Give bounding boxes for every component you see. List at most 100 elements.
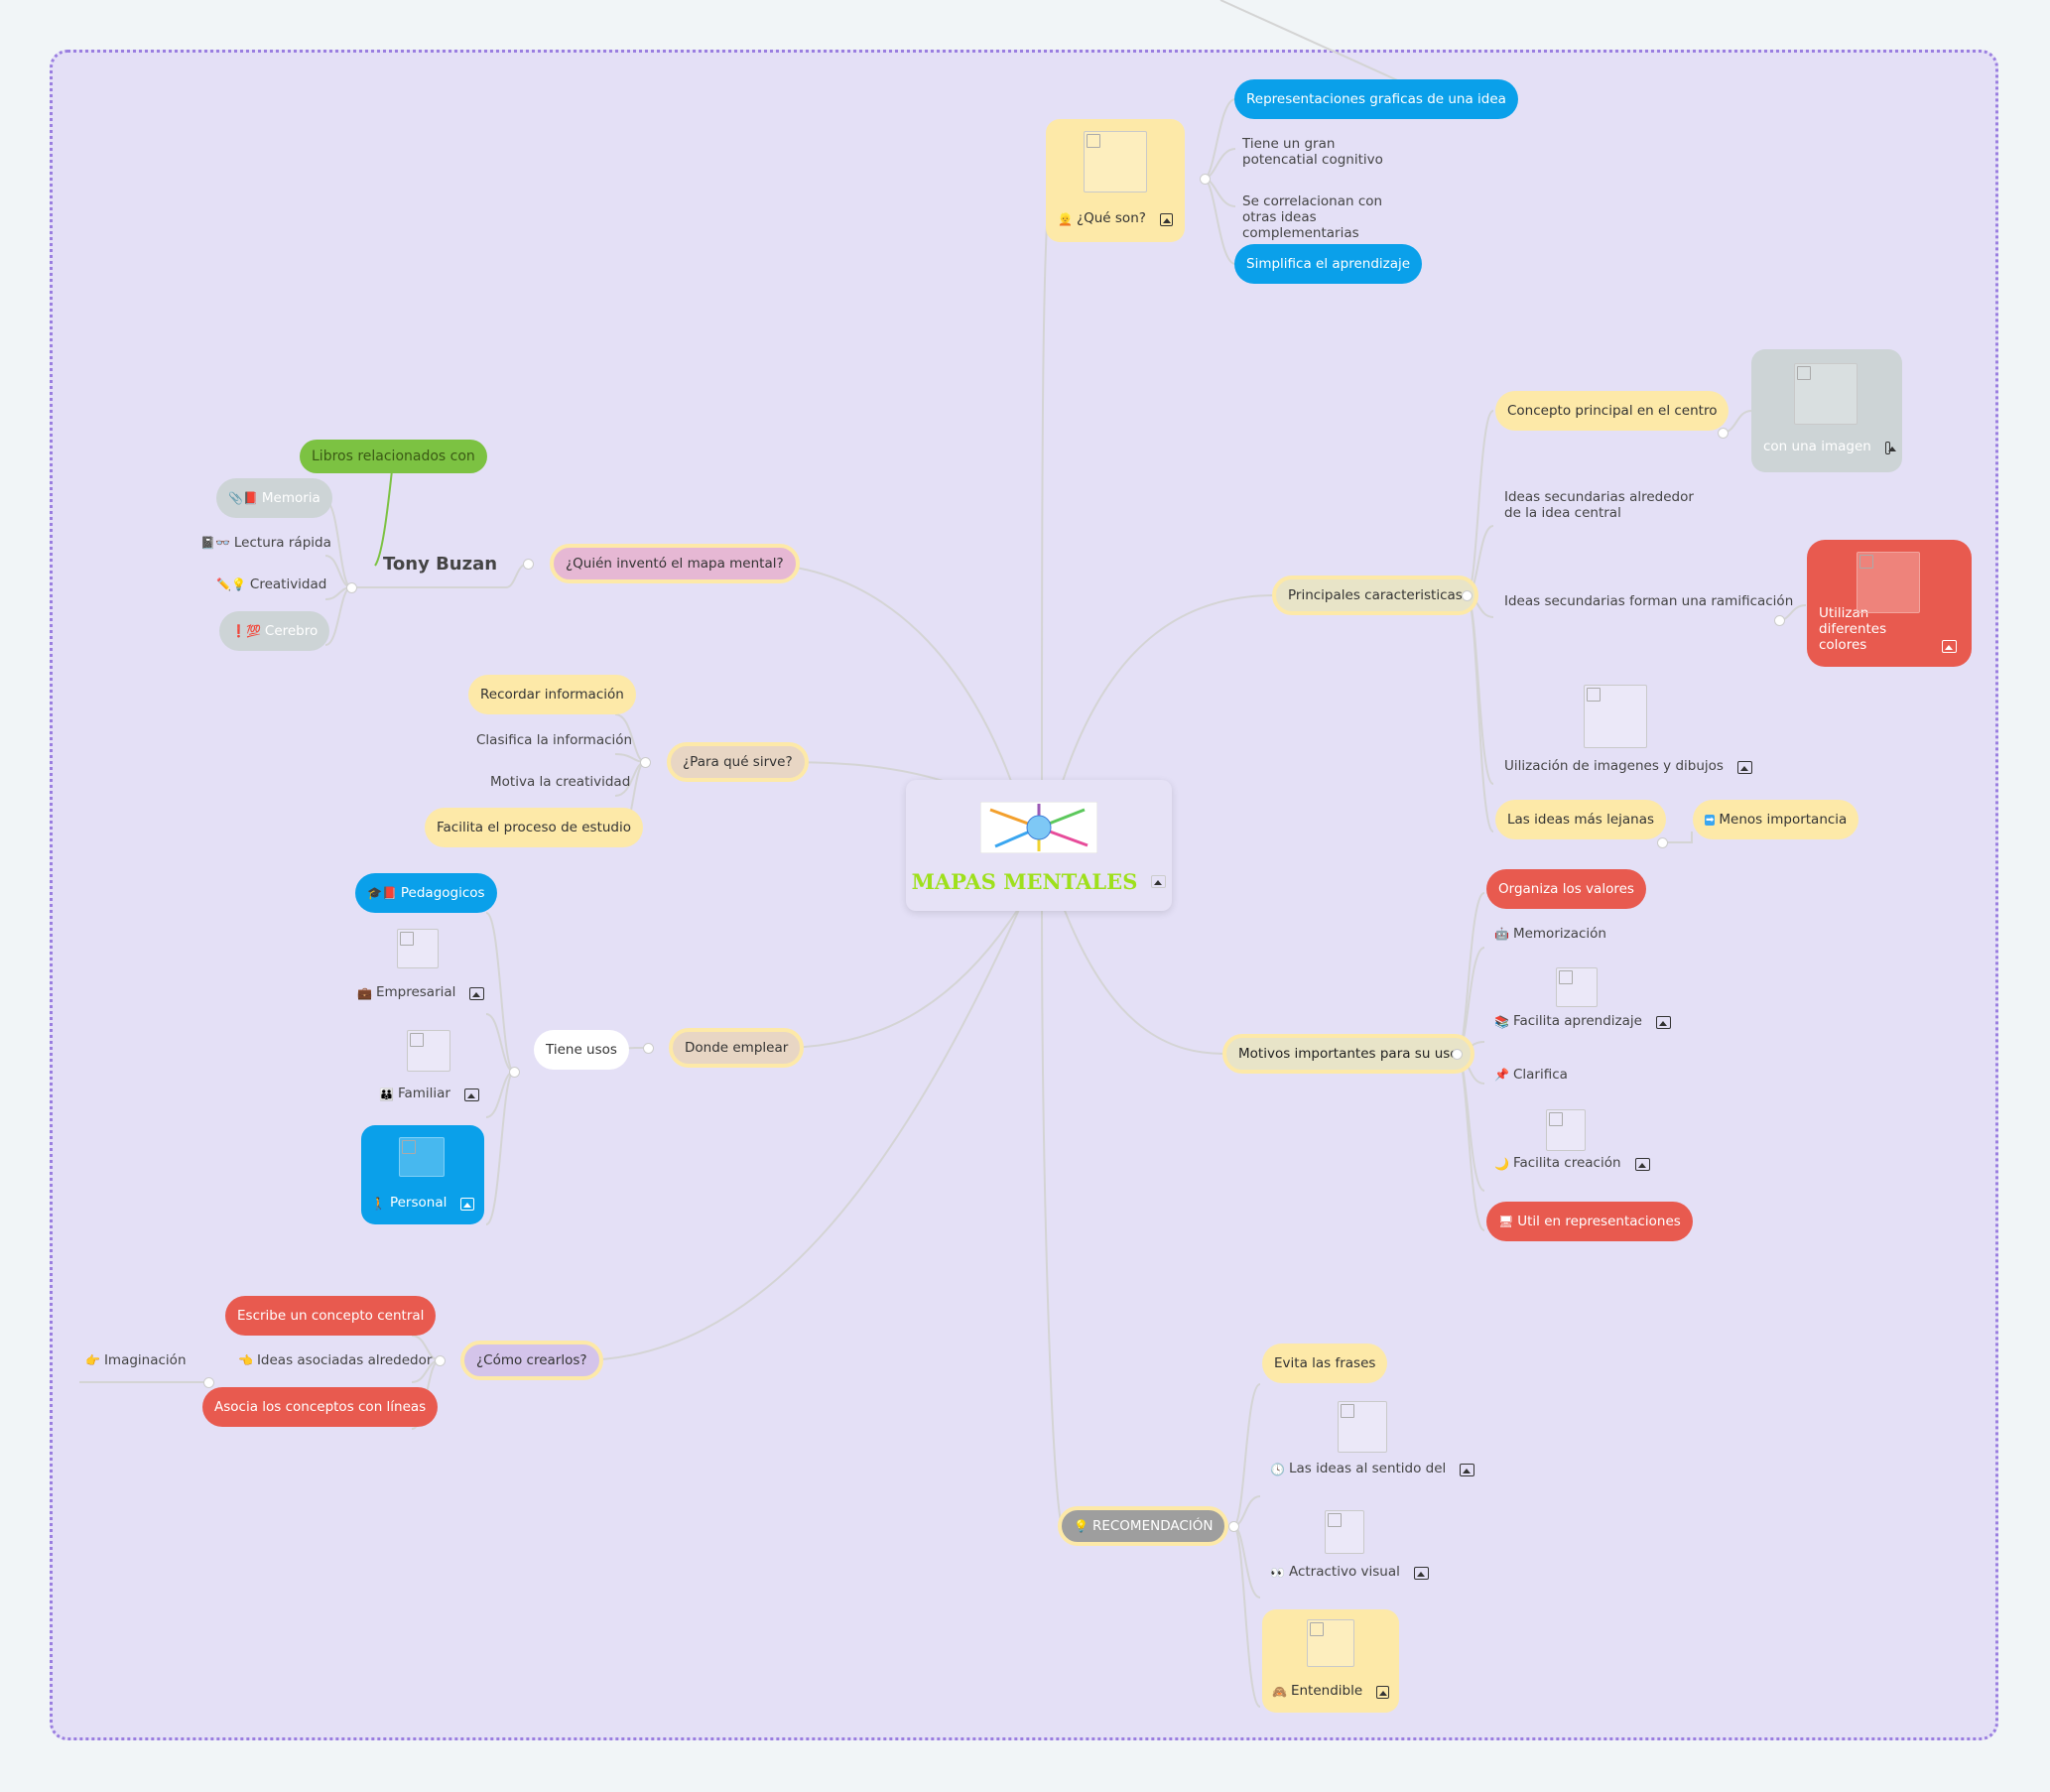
- facilita-creacion-node[interactable]: 🌙 Facilita creación: [1494, 1109, 1650, 1175]
- atractivo-visual-node[interactable]: 👀 Actractivo visual: [1270, 1510, 1429, 1584]
- que-son-node[interactable]: 👱 ¿Qué son?: [1046, 119, 1185, 242]
- pencil-bulb-emoji: ✏️💡: [216, 577, 246, 591]
- motivos-child-1[interactable]: Organiza los valores: [1486, 869, 1646, 909]
- pedagogicos-label: Pedagogicos: [400, 885, 485, 901]
- connector-dot: [1462, 590, 1473, 601]
- para-que-child-2[interactable]: Clasifica la información: [476, 732, 633, 748]
- family-emoji: 👪: [379, 1088, 394, 1101]
- facilita-aprendizaje-node[interactable]: 📚 Facilita aprendizaje: [1494, 967, 1671, 1033]
- book-glasses-emoji: 📓👓: [200, 536, 230, 550]
- que-son-child-2[interactable]: Tiene un gran potencatial cognitivo: [1242, 136, 1383, 168]
- image-icon: [1634, 1158, 1650, 1171]
- lectura-rapida-node[interactable]: 📓👓 Lectura rápida: [200, 532, 331, 554]
- robot-emoji: 🤖: [1494, 927, 1509, 941]
- image-placeholder: [399, 1137, 445, 1177]
- familiar-label: Familiar: [397, 1086, 450, 1101]
- ideas-sentido-node[interactable]: 🕓 Las ideas al sentido del: [1270, 1401, 1475, 1480]
- ideas-sentido-label: Las ideas al sentido del: [1288, 1461, 1447, 1476]
- recomendacion-child-1[interactable]: Evita las frases: [1262, 1344, 1388, 1383]
- image-placeholder: [407, 1030, 450, 1072]
- facilita-creacion-label: Facilita creación: [1512, 1155, 1621, 1171]
- entendible-label: Entendible: [1290, 1683, 1363, 1699]
- imagenes-dibujos-label: Uilización de imagenes y dibujos: [1504, 758, 1724, 774]
- para-que-child-3[interactable]: Motiva la creatividad: [490, 774, 631, 790]
- lectura-rapida-label: Lectura rápida: [233, 535, 331, 551]
- como-child-1[interactable]: Escribe un concepto central: [225, 1296, 437, 1336]
- image-icon: [1151, 874, 1167, 888]
- central-node[interactable]: MAPAS MENTALES: [906, 780, 1172, 911]
- image-icon: [460, 1198, 474, 1211]
- para-que-child-4[interactable]: Facilita el proceso de estudio: [425, 808, 644, 847]
- cerebro-label: Cerebro: [264, 623, 319, 639]
- que-son-child-4[interactable]: Simplifica el aprendizaje: [1234, 244, 1423, 284]
- monitor-emoji: 🖥: [1498, 1215, 1514, 1228]
- para-que-node[interactable]: ¿Para qué sirve?: [667, 742, 809, 782]
- utilizan-colores-label: Utilizan diferentes colores: [1819, 605, 1887, 653]
- clock-emoji: 🕓: [1270, 1463, 1285, 1476]
- lightbulb-emoji: 💡: [1074, 1519, 1089, 1533]
- que-son-child-1[interactable]: Representaciones graficas de una idea: [1234, 79, 1518, 119]
- moon-emoji: 🌙: [1494, 1157, 1509, 1171]
- caracteristicas-child-4[interactable]: Ideas secundarias forman una ramificació…: [1504, 593, 1794, 609]
- imaginacion-node[interactable]: 👉 Imaginación: [85, 1349, 187, 1371]
- cerebro-node[interactable]: ❗💯 Cerebro: [219, 611, 330, 651]
- connector-dot: [509, 1067, 520, 1078]
- donde-emplear-node[interactable]: Donde emplear: [669, 1028, 805, 1068]
- caracteristicas-child-3[interactable]: Ideas secundarias alrededor de la idea c…: [1504, 489, 1694, 521]
- connector-dot: [523, 559, 534, 570]
- motivos-node[interactable]: Motivos importantes para su uso: [1222, 1034, 1474, 1074]
- memoria-node[interactable]: 📎📕 Memoria: [216, 478, 332, 518]
- utilizan-colores-node[interactable]: Utilizan diferentes colores: [1807, 540, 1972, 667]
- entendible-node[interactable]: 🙈 Entendible: [1262, 1609, 1399, 1713]
- con-una-imagen-node[interactable]: con una imagen: [1751, 349, 1902, 472]
- connector-dot: [1228, 1521, 1239, 1532]
- clarifica-label: Clarifica: [1512, 1067, 1568, 1083]
- como-crearlos-node[interactable]: ¿Cómo crearlos?: [460, 1341, 603, 1380]
- recomendacion-label: RECOMENDACIÓN: [1091, 1518, 1214, 1534]
- image-placeholder: [1084, 131, 1147, 192]
- imaginacion-label: Imaginación: [103, 1352, 187, 1368]
- ideas-asociadas-label: Ideas asociadas alrededor: [256, 1352, 433, 1368]
- empresarial-label: Empresarial: [375, 984, 456, 1000]
- util-representaciones-node[interactable]: 🖥 Util en representaciones: [1486, 1202, 1693, 1241]
- memorizacion-node[interactable]: 🤖 Memorización: [1494, 923, 1606, 945]
- hand-emoji: 👉: [85, 1353, 100, 1367]
- creatividad-node[interactable]: ✏️💡 Creatividad: [216, 574, 326, 595]
- clarifica-node[interactable]: 📌 Clarifica: [1494, 1064, 1568, 1086]
- menos-importancia-node[interactable]: ➡ Menos importancia: [1693, 800, 1859, 839]
- recomendacion-node[interactable]: 💡 RECOMENDACIÓN: [1058, 1506, 1229, 1546]
- memorizacion-label: Memorización: [1512, 926, 1606, 942]
- connector-dot: [1452, 1049, 1463, 1060]
- que-son-child-3[interactable]: Se correlacionan con otras ideas complem…: [1242, 193, 1383, 241]
- libros-callout: Libros relacionados con: [300, 440, 487, 473]
- connector-dot: [346, 582, 357, 593]
- quien-invento-node[interactable]: ¿Quién inventó el mapa mental?: [550, 544, 800, 583]
- connector-dot: [1718, 428, 1729, 439]
- para-que-child-1[interactable]: Recordar información: [468, 675, 636, 714]
- books-emoji: 📎📕: [228, 491, 258, 505]
- personal-node[interactable]: 🚶 Personal: [361, 1125, 484, 1224]
- caracteristicas-child-7[interactable]: Las ideas más lejanas: [1495, 800, 1667, 839]
- connector-dot: [643, 1043, 654, 1054]
- familiar-node[interactable]: 👪 Familiar: [379, 1030, 479, 1105]
- util-representaciones-label: Util en representaciones: [1517, 1214, 1681, 1229]
- como-child-4[interactable]: Asocia los conceptos con líneas: [202, 1387, 439, 1427]
- image-placeholder: [1325, 1510, 1364, 1554]
- image-icon: [463, 1088, 479, 1101]
- image-placeholder: [1857, 552, 1920, 613]
- ideas-asociadas-node[interactable]: 👈 Ideas asociadas alrededor: [238, 1349, 432, 1371]
- connector-dot: [640, 757, 651, 768]
- imagenes-dibujos-node[interactable]: Uilización de imagenes y dibujos: [1504, 685, 1752, 778]
- exclamation-emoji: ❗💯: [231, 624, 261, 638]
- image-placeholder: [1794, 363, 1858, 425]
- caracteristicas-child-1[interactable]: Concepto principal en el centro: [1495, 391, 1730, 431]
- image-icon: [1736, 761, 1752, 774]
- image-icon: [1884, 442, 1897, 454]
- empresarial-node[interactable]: 💼 Empresarial: [357, 929, 485, 1004]
- eyes-emoji: 👀: [1270, 1566, 1285, 1580]
- caracteristicas-node[interactable]: Principales caracteristicas: [1272, 576, 1478, 615]
- person-emoji: 🚶: [371, 1197, 386, 1211]
- pedagogicos-node[interactable]: 🎓📕 Pedagogicos: [355, 873, 497, 913]
- tiene-usos-node[interactable]: Tiene usos: [534, 1030, 629, 1070]
- con-una-imagen-label: con una imagen: [1763, 439, 1871, 454]
